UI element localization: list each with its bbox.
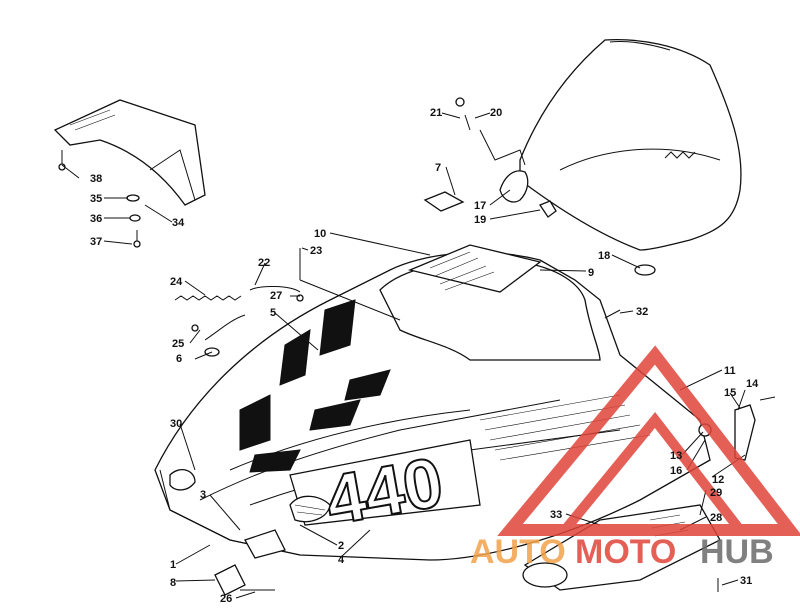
- hood-cable: [249, 286, 301, 293]
- fastener-20-21: [455, 97, 471, 131]
- callout-5: 5: [270, 307, 276, 319]
- callout-21: 21: [430, 107, 442, 119]
- callout-8: 8: [170, 577, 176, 589]
- watermark-moto: MOTO: [575, 533, 676, 571]
- callout-23: 23: [310, 245, 322, 257]
- callout-29: 29: [710, 487, 722, 499]
- callout-19: 19: [474, 214, 486, 226]
- leader-lines: [61, 112, 746, 599]
- callout-25: 25: [172, 338, 184, 350]
- callout-14: 14: [746, 378, 759, 390]
- callout-20: 20: [490, 107, 502, 119]
- callout-13: 13: [670, 450, 682, 462]
- callout-37: 37: [90, 236, 102, 248]
- callout-labels: 1 2 3 4 5 6 7 8 9 10 11 12 13 14 15 16 1…: [90, 107, 759, 605]
- callout-30: 30: [170, 418, 182, 430]
- tension-spring-22: [174, 295, 242, 301]
- callout-4: 4: [338, 554, 345, 566]
- windshield-bracket: [479, 129, 557, 218]
- callout-7: 7: [435, 162, 441, 174]
- callout-12: 12: [712, 474, 724, 486]
- headlight: [289, 495, 331, 523]
- callout-16: 16: [670, 465, 682, 477]
- callout-11: 11: [724, 365, 736, 377]
- callout-1: 1: [170, 559, 176, 571]
- fastener-32: [604, 309, 621, 319]
- watermark-auto: AUTO: [470, 533, 566, 571]
- latch-plate: [244, 529, 286, 559]
- fastener-hardware-25-6: [191, 324, 220, 357]
- spring-bracket: [204, 314, 246, 341]
- callout-36: 36: [90, 213, 102, 225]
- tether-cable: [299, 279, 401, 321]
- callout-26: 26: [220, 593, 232, 605]
- callout-28: 28: [710, 512, 722, 524]
- callout-32: 32: [636, 306, 648, 318]
- callout-35: 35: [90, 193, 102, 205]
- callout-33: 33: [550, 509, 562, 521]
- callout-9: 9: [588, 267, 594, 279]
- callout-31: 31: [740, 575, 752, 587]
- watermark-hub: HUB: [700, 533, 774, 571]
- callout-10: 10: [314, 228, 326, 240]
- callout-17: 17: [474, 200, 486, 212]
- windshield: [519, 39, 742, 251]
- hinge-bracket: [214, 564, 246, 596]
- callout-15: 15: [724, 387, 736, 399]
- callout-24: 24: [170, 276, 183, 288]
- callout-27: 27: [270, 290, 282, 302]
- dash-panel: [53, 99, 206, 206]
- callout-3: 3: [200, 489, 206, 501]
- callout-2: 2: [338, 540, 344, 552]
- callout-18: 18: [598, 250, 610, 262]
- trim-plate: [423, 191, 465, 212]
- callout-6: 6: [176, 353, 182, 365]
- callout-38: 38: [90, 173, 102, 185]
- watermark: AUTO MOTO HUB: [470, 345, 800, 571]
- callout-34: 34: [172, 217, 185, 229]
- callout-22: 22: [258, 257, 270, 269]
- grommet: [634, 264, 656, 276]
